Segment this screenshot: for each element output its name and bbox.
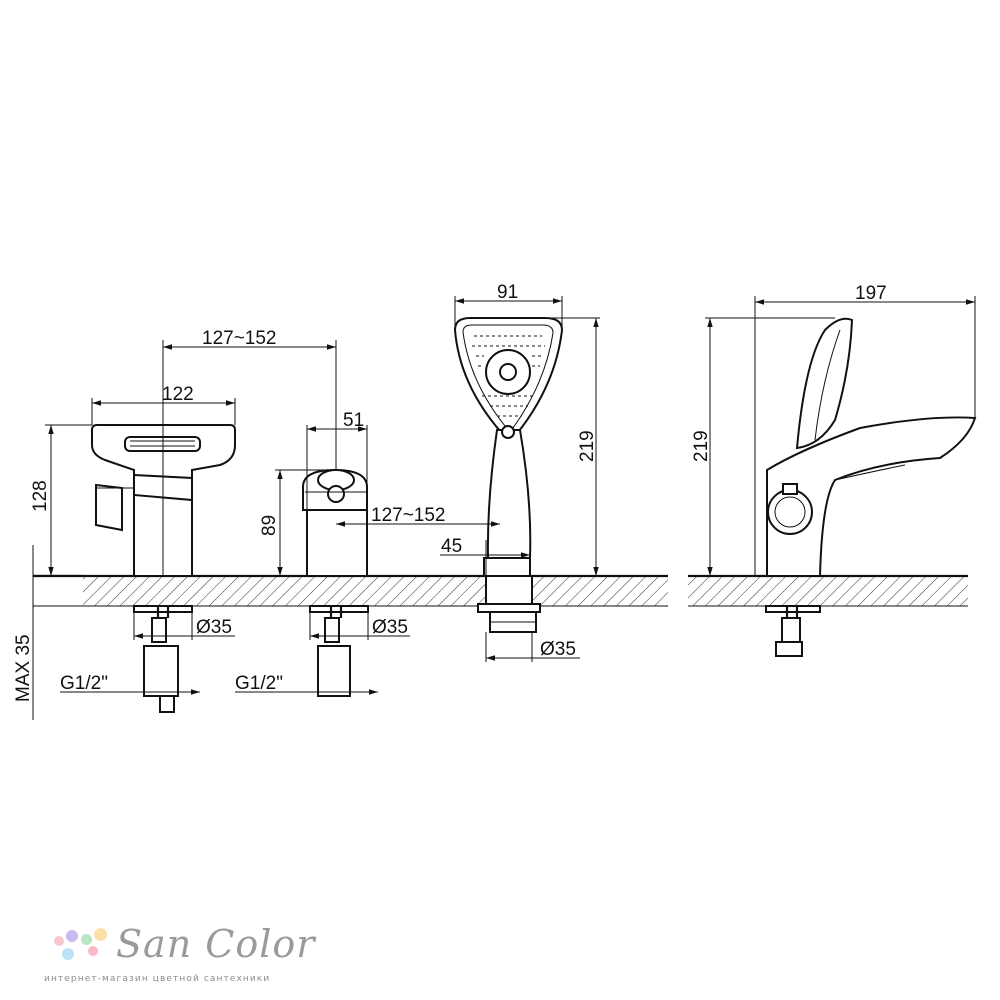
dim-spout-width: 122 [162, 384, 194, 405]
dim-handshower-width: 91 [497, 282, 518, 303]
dim-valve-height: 89 [259, 515, 280, 536]
dim-spout-height: 128 [30, 480, 51, 512]
sancolor-logo: San Color интернет-магазин цветной санте… [44, 922, 314, 992]
logo-tagline: интернет-магазин цветной сантехники [44, 974, 271, 984]
logo-dot [62, 948, 74, 960]
dim-handshower-height: 219 [577, 430, 598, 462]
valve-front [302, 468, 368, 577]
logo-dot [81, 934, 92, 945]
dim-spout-spacing: 127~152 [202, 328, 277, 349]
dim-max-deck-thickness: MAX 35 [13, 634, 34, 702]
handshower-front [453, 317, 564, 577]
dim-shower-spacing: 127~152 [371, 505, 446, 526]
dim-thread-1: G1/2" [60, 673, 108, 694]
dim-valve-width: 51 [343, 410, 364, 431]
logo-dot [66, 930, 78, 942]
dimension-lines [32, 296, 976, 720]
side-view [765, 317, 977, 657]
dim-shower-base-width: 45 [441, 536, 462, 557]
logo-dot [88, 946, 98, 956]
logo-dot [94, 928, 107, 941]
logo-name: San Color [116, 922, 316, 966]
dim-hole-diameter-1: Ø35 [196, 617, 232, 638]
logo-dot [54, 936, 64, 946]
deck-slab [33, 574, 668, 607]
dim-hole-diameter-2: Ø35 [372, 617, 408, 638]
dim-thread-2: G1/2" [235, 673, 283, 694]
dim-side-height: 219 [691, 430, 712, 462]
dim-side-length: 197 [855, 283, 887, 304]
deck-slab-side [688, 574, 968, 607]
dim-hole-diameter-3: Ø35 [540, 639, 576, 660]
